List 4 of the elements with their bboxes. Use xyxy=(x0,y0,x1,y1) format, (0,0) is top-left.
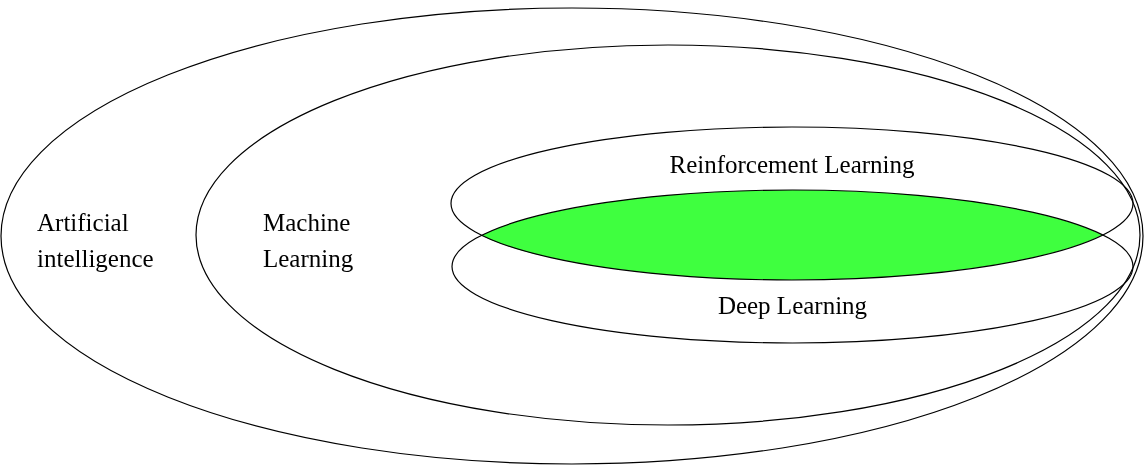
set-label: Artificial intelligence xyxy=(37,208,155,274)
set-label: Reinforcement Learning xyxy=(668,150,916,180)
set-label: Machine Learning xyxy=(263,208,355,274)
set-label: Deep Learning xyxy=(716,291,869,321)
